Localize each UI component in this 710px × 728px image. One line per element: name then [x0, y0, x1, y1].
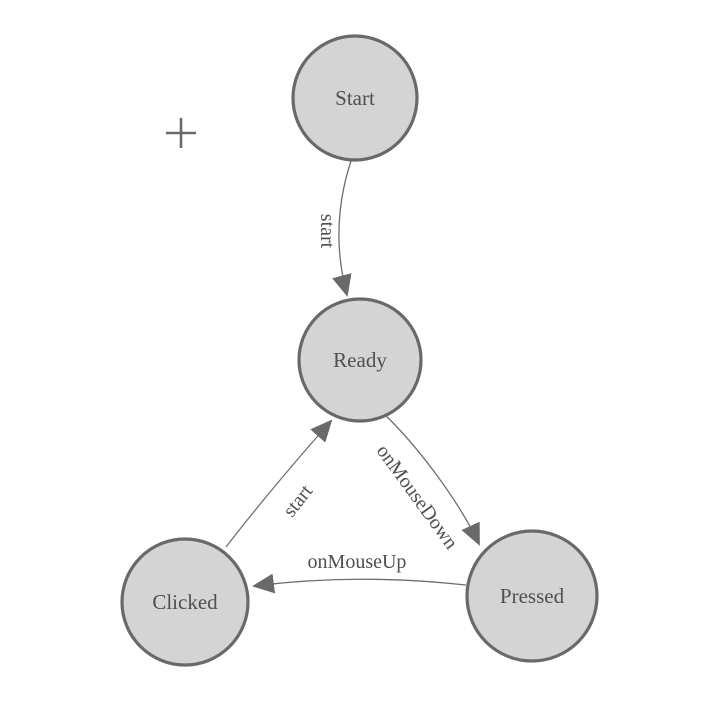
edge-label: onMouseDown — [372, 441, 462, 554]
state-circle[interactable] — [297, 297, 423, 423]
node-pressed[interactable]: Pressed — [465, 529, 599, 663]
state-circle[interactable] — [291, 34, 419, 162]
edge-line[interactable] — [225, 419, 333, 548]
edge-clicked-to-ready[interactable]: start — [225, 419, 333, 548]
edge-ready-to-pressed[interactable]: onMouseDown — [372, 412, 480, 554]
node-clicked[interactable]: Clicked — [120, 537, 250, 667]
node-start[interactable]: Start — [291, 34, 419, 162]
node-label: Pressed — [500, 584, 565, 608]
edge-start-to-ready[interactable]: start — [316, 160, 352, 297]
edge-pressed-to-clicked[interactable]: onMouseUp — [252, 551, 467, 594]
node-label: Start — [335, 86, 375, 110]
node-label: Ready — [333, 348, 387, 372]
edge-line[interactable] — [332, 160, 352, 297]
edge-label: onMouseUp — [308, 551, 407, 573]
state-circle[interactable] — [465, 529, 599, 663]
edge-label: start — [279, 480, 318, 521]
node-label: Clicked — [152, 590, 218, 614]
edge-line[interactable] — [382, 412, 480, 546]
crosshair-icon — [166, 118, 196, 148]
edge-line[interactable] — [252, 573, 467, 594]
state-circle[interactable] — [120, 537, 250, 667]
node-ready[interactable]: Ready — [297, 297, 423, 423]
edge-label: start — [316, 214, 338, 249]
